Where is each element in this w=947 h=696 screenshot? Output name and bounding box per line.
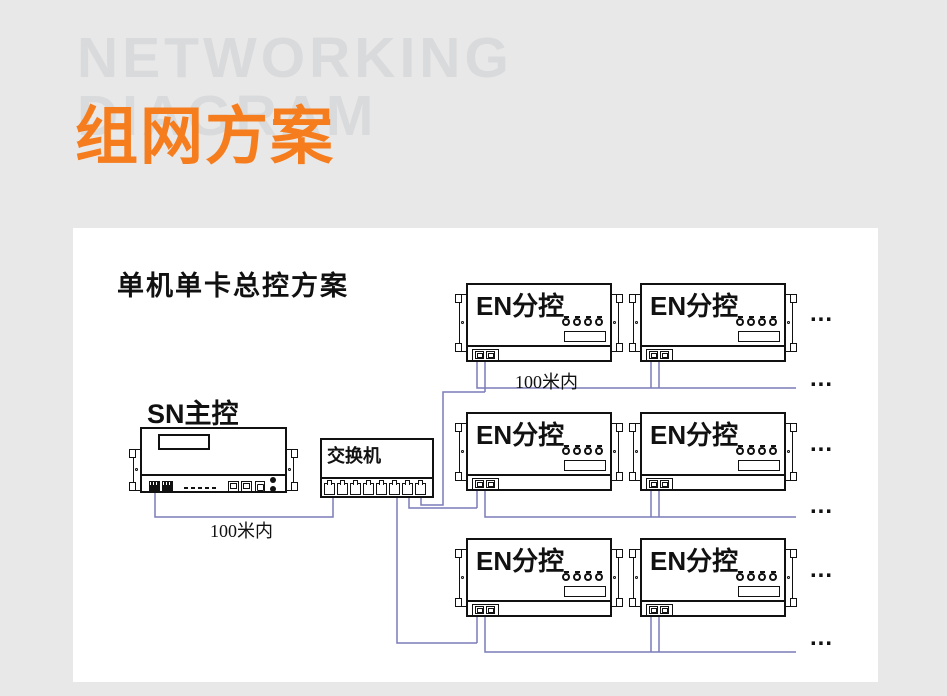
switch-port-strip xyxy=(322,477,432,496)
display-screen xyxy=(738,586,780,597)
ethernet-port-icon xyxy=(241,481,252,492)
ghost-title-line1: NETWORKING xyxy=(77,26,513,90)
en-unit-label: EN分控 xyxy=(650,291,739,321)
port-strip xyxy=(642,345,784,347)
diagram-title: 单机单卡总控方案 xyxy=(117,271,349,301)
en-unit-label: EN分控 xyxy=(476,546,565,576)
ethernet-port-icon xyxy=(162,481,173,492)
mount-ear-icon xyxy=(286,449,298,491)
en-unit: EN分控 xyxy=(629,538,797,617)
ethernet-port-icon xyxy=(228,481,239,492)
led-indicators xyxy=(736,316,777,326)
en-unit: EN分控 xyxy=(455,412,623,491)
mount-ear-icon xyxy=(629,549,641,607)
master-controller-device xyxy=(129,427,298,493)
ethernet-port-icon xyxy=(149,481,160,492)
ethernet-ports xyxy=(646,604,673,616)
port-strip xyxy=(642,474,784,476)
display-screen xyxy=(158,434,210,450)
mount-ear-icon xyxy=(629,294,641,352)
switch-device: 交换机 xyxy=(320,438,434,498)
mount-ear-icon xyxy=(455,423,467,481)
port-strip xyxy=(468,474,610,476)
master-controller-label: SN主控 xyxy=(147,399,239,429)
display-screen xyxy=(564,331,606,342)
en-unit-label: EN分控 xyxy=(476,420,565,450)
en-unit: EN分控 xyxy=(629,283,797,362)
led-indicators xyxy=(562,445,603,455)
mount-ear-icon xyxy=(611,423,623,481)
en-unit-label: EN分控 xyxy=(650,420,739,450)
indicator-dots xyxy=(270,477,276,495)
mount-ear-icon xyxy=(785,549,797,607)
mount-ear-icon xyxy=(611,294,623,352)
led-indicators xyxy=(562,571,603,581)
mount-ear-icon xyxy=(455,549,467,607)
ethernet-ports xyxy=(472,478,499,490)
rj45-port-icon xyxy=(402,480,413,495)
port-strip xyxy=(142,474,285,492)
mount-ear-icon xyxy=(785,294,797,352)
distance-label: 100米内 xyxy=(515,372,578,392)
en-unit: EN分控 xyxy=(455,283,623,362)
ethernet-ports xyxy=(472,604,499,616)
rj45-port-icon xyxy=(324,480,335,495)
mount-ear-icon xyxy=(785,423,797,481)
rj45-port-icon xyxy=(363,480,374,495)
ethernet-ports xyxy=(472,349,499,361)
mount-ear-icon xyxy=(129,449,141,491)
port-strip xyxy=(468,600,610,602)
ethernet-ports xyxy=(646,478,673,490)
mount-ear-icon xyxy=(455,294,467,352)
switch-label: 交换机 xyxy=(327,446,381,466)
page-title: 组网方案 xyxy=(75,102,335,172)
rj45-port-icon xyxy=(350,480,361,495)
rj45-port-icon xyxy=(337,480,348,495)
port-strip xyxy=(468,345,610,347)
port-strip xyxy=(642,600,784,602)
display-screen xyxy=(738,460,780,471)
en-unit: EN分控 xyxy=(629,412,797,491)
connector-dashes xyxy=(184,487,218,489)
en-unit-label: EN分控 xyxy=(650,546,739,576)
display-screen xyxy=(564,586,606,597)
display-screen xyxy=(738,331,780,342)
led-indicators xyxy=(736,445,777,455)
rj45-port-icon xyxy=(389,480,400,495)
mount-ear-icon xyxy=(611,549,623,607)
rj45-port-icon xyxy=(376,480,387,495)
ethernet-ports xyxy=(646,349,673,361)
en-unit-label: EN分控 xyxy=(476,291,565,321)
usb-port-icon xyxy=(255,481,265,492)
led-indicators xyxy=(736,571,777,581)
ghost-title-line2: DIAGRAM xyxy=(77,84,378,148)
display-screen xyxy=(564,460,606,471)
distance-label: 100米内 xyxy=(210,521,273,541)
rj45-port-icon xyxy=(415,480,426,495)
en-unit: EN分控 xyxy=(455,538,623,617)
mount-ear-icon xyxy=(629,423,641,481)
led-indicators xyxy=(562,316,603,326)
